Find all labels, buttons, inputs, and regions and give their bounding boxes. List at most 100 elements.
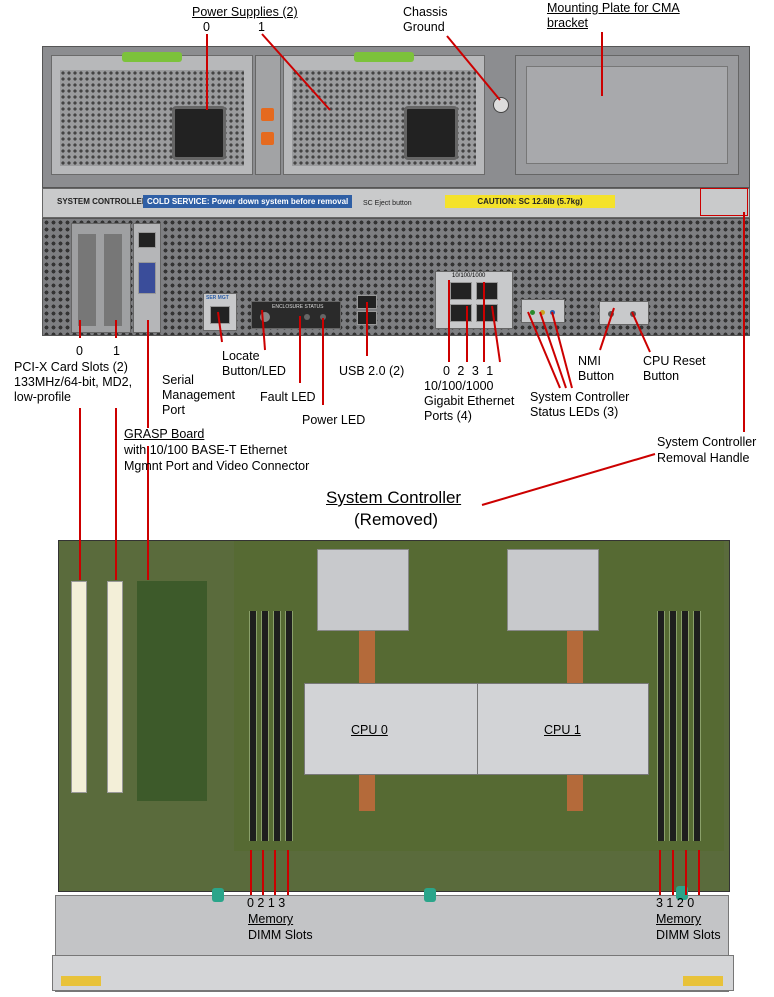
grasp-bracket [133, 223, 161, 333]
label-sc-status-1: System Controller [530, 390, 630, 404]
mounting-plate [515, 55, 739, 175]
leader-line [481, 453, 656, 506]
enclosure-status-panel: ENCLOSURE STATUS [251, 301, 341, 329]
power-socket [172, 106, 226, 160]
label-memory-right: Memory [656, 912, 702, 926]
psu-divider [255, 55, 281, 175]
label-pcix-3: low-profile [14, 390, 71, 404]
leader-line [539, 311, 567, 389]
label-pcix-slot0: 0 [76, 344, 83, 358]
pcix-slot-1 [104, 234, 122, 326]
pcix-slot-0 [78, 234, 96, 326]
label-mounting-plate-2: bracket [547, 16, 588, 30]
leader-line [217, 311, 223, 343]
label-grasp-title: GRASP Board [124, 427, 205, 441]
label-serial-3: Port [162, 403, 185, 417]
label-dimm-left-nums: 0 2 1 3 [247, 896, 286, 910]
video-connector[interactable] [138, 262, 156, 294]
pcix-riser-0 [71, 581, 87, 793]
label-sc-title: System Controller [326, 488, 462, 507]
label-pcix-slot1: 1 [113, 344, 120, 358]
handle-highlight-box [700, 188, 748, 216]
label-grasp-3: Mgmnt Port and Video Connector [124, 459, 310, 473]
sc-bar-title: SYSTEM CONTROLLER (SC) [57, 197, 167, 206]
label-mounting-plate-1: Mounting Plate for CMA [547, 1, 680, 15]
leader-line [631, 311, 651, 353]
pcix-slots-bracket [71, 223, 131, 333]
dimm-slot [273, 611, 281, 841]
leader-line [527, 311, 561, 389]
thumbscrew[interactable] [424, 888, 436, 902]
label-eth-nums: 0 2 3 1 [443, 364, 494, 378]
dimm-slot [669, 611, 677, 841]
label-chassis-ground-2: Ground [403, 20, 445, 34]
thumbscrew[interactable] [212, 888, 224, 902]
cpu1-cover [477, 683, 649, 775]
net-mgt-port[interactable] [138, 232, 156, 248]
dimm-slot [693, 611, 701, 841]
psu-handle [122, 52, 182, 62]
label-serial-1: Serial [162, 373, 194, 387]
label-fault-led: Fault LED [260, 390, 316, 404]
label-memory-left: Memory [248, 912, 294, 926]
nmi-reset-bezel [599, 301, 649, 325]
label-usb: USB 2.0 (2) [339, 364, 405, 378]
net-speed-text: 10/100/1000 [452, 273, 486, 279]
handle-label [683, 976, 723, 986]
sc-status-led [530, 310, 535, 315]
sc-handle-front[interactable] [52, 955, 734, 991]
psu-status-indicator [261, 132, 274, 145]
label-sc-removal-2: Removal Handle [657, 451, 750, 465]
label-locate-2: Button/LED [222, 364, 286, 378]
psu-status-indicator [261, 108, 274, 121]
leader-line [491, 305, 501, 363]
label-sc-removal-1: System Controller [657, 435, 757, 449]
cpu1-heatsink [507, 549, 599, 631]
label-eth-1: 10/100/1000 [424, 379, 494, 393]
label-chassis-ground-1: Chassis [403, 5, 448, 19]
dimm-slot [249, 611, 257, 841]
sc-removal-handle-bar: SYSTEM CONTROLLER (SC) COLD SERVICE: Pow… [42, 188, 750, 218]
power-socket [404, 106, 458, 160]
power-supply-1 [283, 52, 485, 175]
label-pcix-1: PCI-X Card Slots (2) [14, 360, 128, 374]
label-eth-3: Ports (4) [424, 409, 472, 423]
system-controller-board [58, 540, 730, 892]
label-locate-1: Locate [222, 349, 260, 363]
sc-bar-caution: CAUTION: SC 12.6lb (5.7kg) [445, 195, 615, 208]
label-ps0: 0 [203, 20, 210, 34]
label-nmi-1: NMI [578, 354, 601, 368]
leader-line [551, 311, 573, 389]
fault-led [304, 314, 310, 320]
locate-button[interactable] [260, 312, 270, 322]
label-cpu0: CPU 0 [351, 723, 388, 737]
label-sc-status-2: Status LEDs (3) [530, 405, 619, 419]
label-cpu-reset-1: CPU Reset [643, 354, 706, 368]
dimm-slot [285, 611, 293, 841]
label-dimm-slots-right: DIMM Slots [656, 928, 721, 942]
label-ps1: 1 [258, 20, 265, 34]
label-grasp-2: with 10/100 BASE-T Ethernet [124, 443, 288, 457]
label-nmi-2: Button [578, 369, 615, 383]
ser-mgt-text: SER MGT [206, 295, 229, 301]
mounting-plate-inner [526, 66, 728, 164]
ethernet-port-1[interactable] [476, 282, 498, 300]
dimm-slot [657, 611, 665, 841]
label-eth-2: Gigabit Ethernet [424, 394, 515, 408]
ser-mgt-bezel: SER MGT [203, 293, 237, 331]
dimm-slot [681, 611, 689, 841]
ethernet-port-0[interactable] [450, 282, 472, 300]
power-led [320, 314, 326, 320]
sc-bar-eject: SC Eject button [363, 200, 412, 207]
cpu0-cover [304, 683, 478, 775]
pcix-riser-1 [107, 581, 123, 793]
label-sc-removed: (Removed) [354, 510, 439, 529]
label-serial-2: Management [162, 388, 235, 402]
leader-line [599, 307, 615, 351]
leader-line [261, 309, 266, 351]
leader-line [446, 35, 501, 101]
psu-handle [354, 52, 414, 62]
enclosure-status-text: ENCLOSURE STATUS [272, 304, 324, 310]
cpu0-heatsink [317, 549, 409, 631]
ground-icon [493, 97, 509, 113]
